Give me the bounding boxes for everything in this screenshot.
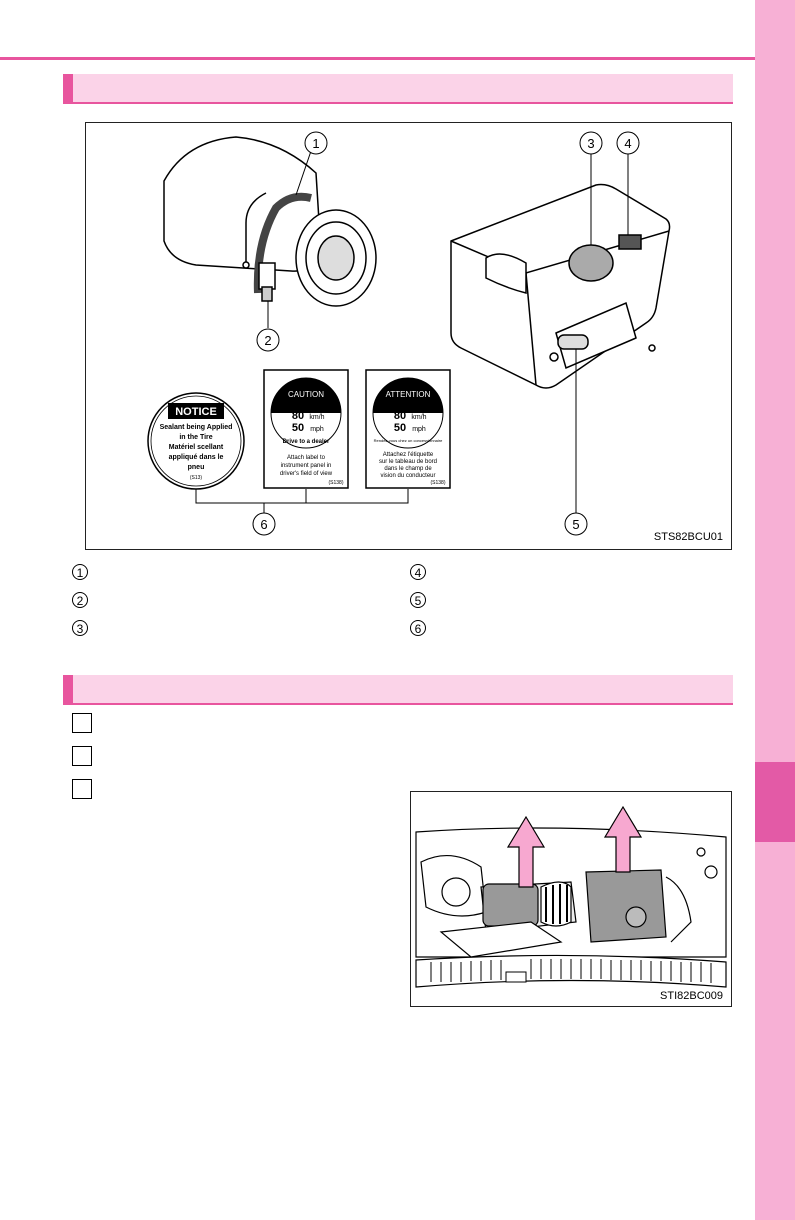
tire-repair-kit-illustration: 1 2 3 4 5 NOTICE Sealant being Applied i…: [86, 123, 731, 549]
attention-mph-unit: mph: [412, 426, 426, 433]
top-rule: [0, 57, 755, 60]
attention-kmh-unit: km/h: [411, 414, 426, 421]
callout-4-label: 4: [624, 136, 631, 151]
side-tab-active-chapter[interactable]: [755, 762, 795, 842]
figure-1-code: STS82BCU01: [654, 531, 723, 543]
legend-number-4: 4: [410, 564, 426, 580]
attention-max: max.: [400, 401, 415, 408]
attention-line-3: dans le champ de: [384, 466, 432, 472]
compressor-illustration: [451, 185, 670, 389]
legend-number-5: 5: [410, 592, 426, 608]
attention-kmh-value: 80: [394, 410, 406, 422]
attention-code: (S138): [430, 480, 445, 486]
legend-number-3: 3: [72, 620, 88, 636]
kit-removal-figure: STI82BC009: [410, 791, 732, 1007]
legend-number-1: 1: [72, 564, 88, 580]
notice-label: NOTICE Sealant being Applied in the Tire…: [148, 393, 244, 489]
callout-6-bracket: [196, 489, 408, 513]
sealant-bottle-illustration: [164, 137, 376, 306]
caution-kmh-unit: km/h: [309, 414, 324, 421]
caution-label: CAUTION max. 80 km/h 50 mph Drive to a d…: [264, 370, 348, 488]
attention-arc-text: Rendez-vous chez un concessionnaire: [374, 438, 443, 443]
figure-2-code: STI82BC009: [660, 990, 723, 1002]
notice-code: (S13): [190, 475, 203, 481]
caution-arc-text: Drive to a dealer: [283, 439, 330, 445]
caution-line-1: Attach label to: [287, 455, 326, 461]
notice-line-3: Matériel scellant: [169, 444, 224, 451]
callout-1-label: 1: [312, 136, 319, 151]
callout-2-label: 2: [264, 333, 271, 348]
step-box-2: [72, 746, 92, 766]
step-box-3: [72, 779, 92, 799]
notice-heading: NOTICE: [175, 406, 217, 418]
attention-heading: ATTENTION: [386, 390, 431, 399]
kit-removal-illustration: [411, 792, 731, 1006]
callout-3-label: 3: [587, 136, 594, 151]
section-heading-bar-2: [63, 675, 733, 705]
attention-label: ATTENTION max. 80 km/h 50 mph Rendez-vou…: [366, 370, 450, 488]
attention-line-2: sur le tableau de bord: [379, 459, 437, 465]
caution-heading: CAUTION: [288, 390, 324, 399]
step-box-1: [72, 713, 92, 733]
attention-mph-value: 50: [394, 422, 406, 434]
caution-max: max.: [298, 401, 313, 408]
callout-5-label: 5: [572, 517, 579, 532]
caution-mph-value: 50: [292, 422, 304, 434]
caution-line-3: driver's field of view: [280, 471, 333, 477]
side-tab: [755, 0, 795, 1220]
notice-line-4: appliqué dans le: [169, 454, 224, 461]
tire-repair-kit-figure: 1 2 3 4 5 NOTICE Sealant being Applied i…: [85, 122, 732, 550]
caution-kmh-value: 80: [292, 410, 304, 422]
section-heading-bar: [63, 74, 733, 104]
legend-number-2: 2: [72, 592, 88, 608]
caution-mph-unit: mph: [310, 426, 324, 433]
attention-line-4: vision du conducteur: [380, 473, 435, 479]
notice-line-2: in the Tire: [179, 434, 212, 441]
caution-line-2: instrument panel in: [281, 463, 332, 469]
legend-number-6: 6: [410, 620, 426, 636]
attention-line-1: Attachez l'étiquette: [383, 452, 434, 458]
callout-6-label: 6: [260, 517, 267, 532]
caution-code: (S138): [328, 480, 343, 486]
notice-line-1: Sealant being Applied: [160, 424, 233, 431]
notice-line-5: pneu: [188, 464, 205, 471]
